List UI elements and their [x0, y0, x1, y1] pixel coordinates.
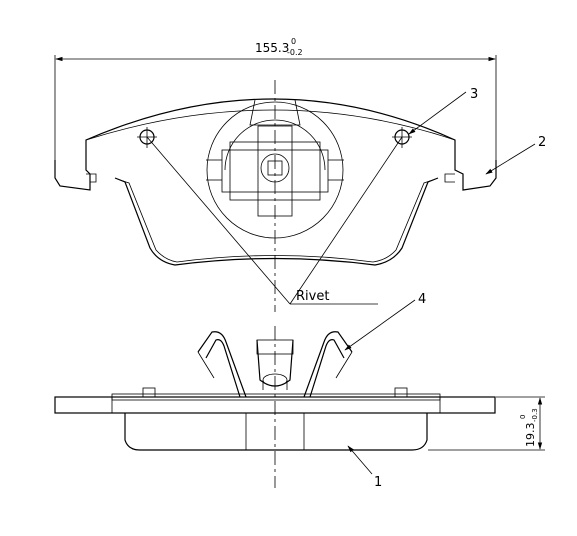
thickness-tol-lower: -0.3: [531, 408, 539, 422]
callout-1: 1: [347, 445, 382, 490]
width-dimension: 155.3 0 -0.2: [54, 37, 497, 165]
rivet-callout: Rivet: [146, 136, 403, 305]
rivet-label: Rivet: [296, 289, 329, 304]
width-tol-lower: -0.2: [287, 48, 303, 57]
top-view: 155.3 0 -0.2: [54, 37, 546, 312]
callout-1-number: 1: [374, 475, 382, 490]
friction-contour: [85, 109, 456, 141]
callout-4: 4: [344, 292, 426, 351]
friction-material-side: [124, 413, 428, 451]
callout-4-number: 4: [418, 292, 426, 307]
thickness-dimension: 19.3 0 -0.3: [428, 396, 545, 451]
width-value: 155.3: [255, 41, 289, 55]
callout-2-number: 2: [538, 135, 546, 150]
thickness-tol-upper: 0: [519, 415, 527, 419]
pad-body-outline: [114, 177, 439, 266]
callout-3-number: 3: [470, 87, 478, 102]
thickness-value: 19.3: [524, 423, 537, 448]
callout-2: 2: [485, 135, 546, 175]
side-view: 19.3 0 -0.3 4 1: [54, 292, 545, 490]
callout-3: 3: [408, 87, 478, 135]
backing-plate-outline: [54, 98, 497, 191]
width-tol-upper: 0: [291, 37, 296, 46]
